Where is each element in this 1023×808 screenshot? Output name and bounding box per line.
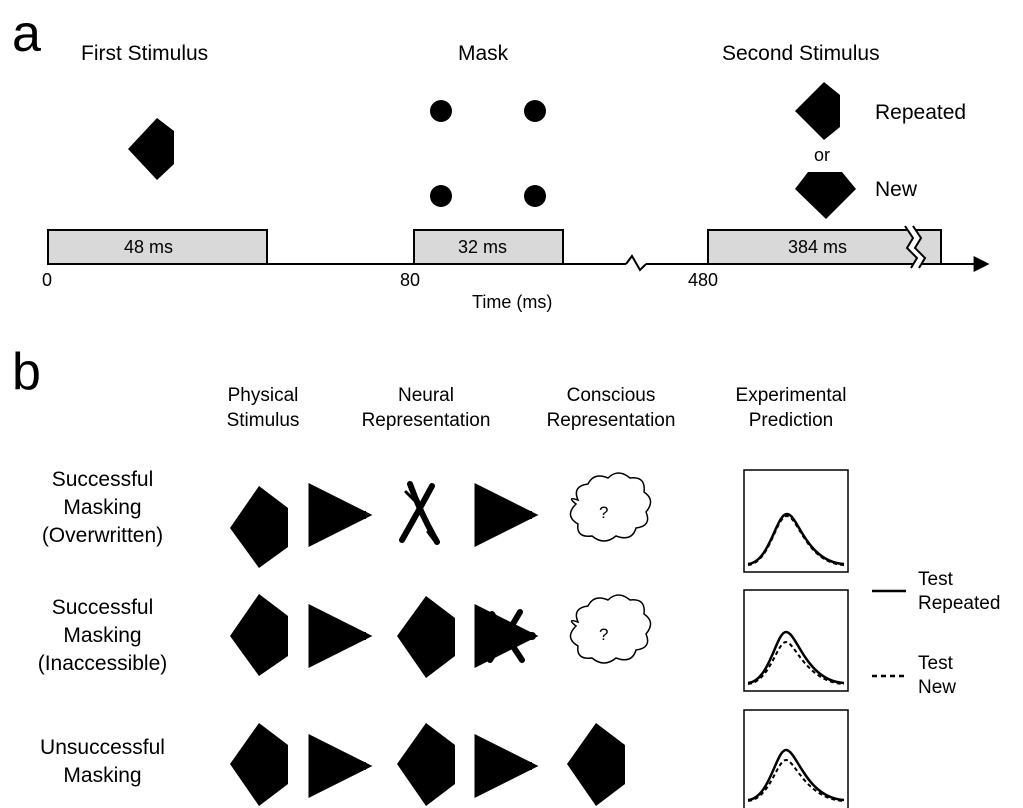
column-header-line: Experimental bbox=[735, 385, 847, 406]
mask-heading: Mask bbox=[458, 42, 509, 65]
mask-dots bbox=[430, 100, 546, 207]
row-label-inaccessible: Successful Masking (Inaccessible) bbox=[10, 594, 195, 678]
column-header-line: Representation bbox=[361, 410, 491, 431]
time-axis-label: Time (ms) bbox=[472, 292, 553, 312]
row-label-overwritten: Successful Masking (Overwritten) bbox=[10, 466, 195, 550]
column-header-line: Physical bbox=[227, 385, 299, 406]
legend-line: New bbox=[918, 677, 957, 698]
column-header-line: Stimulus bbox=[226, 410, 300, 431]
legend-line: Repeated bbox=[918, 593, 1001, 614]
new-stimulus-shape bbox=[795, 172, 856, 219]
row-label-line: Successful bbox=[51, 468, 154, 491]
row2-blocked-arrow bbox=[474, 604, 539, 668]
legend-solid-label: Test Repeated bbox=[918, 568, 1000, 616]
panel-a-letter: a bbox=[12, 5, 41, 63]
new-label: New bbox=[875, 178, 918, 201]
tick-label-480: 480 bbox=[688, 270, 719, 290]
row-label-line: Masking bbox=[63, 496, 142, 519]
column-header-line: Conscious bbox=[566, 385, 656, 406]
row-label-line: Masking bbox=[63, 764, 142, 787]
column-header-experimental-prediction: Experimental Prediction bbox=[714, 383, 868, 433]
column-header-neural-representation: Neural Representation bbox=[340, 383, 512, 433]
column-header-conscious-representation: Conscious Representation bbox=[526, 383, 696, 433]
row-label-line: (Overwritten) bbox=[41, 524, 164, 547]
row-label-unsuccessful: Unsuccessful Masking bbox=[10, 734, 195, 790]
row-label-line: Masking bbox=[63, 624, 142, 647]
or-label: or bbox=[814, 145, 831, 165]
row-label-line: Unsuccessful bbox=[40, 736, 165, 759]
row3-physical-stimulus bbox=[230, 723, 288, 806]
second-stimulus-duration-box bbox=[707, 225, 942, 269]
column-header-line: Representation bbox=[546, 410, 676, 431]
row2-physical-stimulus bbox=[230, 594, 288, 676]
first-stimulus-shape bbox=[128, 118, 174, 180]
repeated-stimulus-shape bbox=[795, 82, 840, 140]
repeated-label: Repeated bbox=[875, 101, 967, 124]
column-header-line: Prediction bbox=[748, 410, 834, 431]
row1-physical-stimulus bbox=[230, 486, 288, 568]
row2-question-mark: ? bbox=[599, 625, 609, 644]
row3-neural-representation bbox=[397, 723, 455, 806]
row2-neural-representation bbox=[397, 596, 455, 678]
mask-duration: 32 ms bbox=[458, 237, 508, 257]
prediction-plot-inaccessible bbox=[743, 589, 849, 692]
legend-line: Test bbox=[918, 569, 953, 590]
row1-scrambled-representation bbox=[399, 481, 440, 545]
prediction-plot-unsuccessful bbox=[743, 709, 849, 808]
column-header-physical-stimulus: Physical Stimulus bbox=[208, 383, 318, 433]
prediction-plot-overwritten bbox=[743, 469, 849, 573]
tick-label-0: 0 bbox=[42, 270, 53, 290]
row-label-line: Successful bbox=[51, 596, 154, 619]
legend-dashed-label: Test New bbox=[918, 652, 956, 700]
legend-line: Test bbox=[918, 653, 953, 674]
column-header-line: Neural bbox=[398, 385, 454, 406]
first-stimulus-duration-box bbox=[47, 229, 268, 265]
row1-thought-cloud bbox=[569, 472, 652, 542]
mask-duration-box bbox=[413, 229, 564, 265]
row1-question-mark: ? bbox=[599, 503, 609, 522]
tick-label-80: 80 bbox=[400, 270, 421, 290]
row-label-line: (Inaccessible) bbox=[37, 652, 168, 675]
first-stimulus-heading: First Stimulus bbox=[81, 42, 209, 65]
row3-conscious-representation bbox=[567, 723, 625, 806]
first-stimulus-duration: 48 ms bbox=[124, 237, 174, 257]
second-stimulus-heading: Second Stimulus bbox=[722, 42, 880, 65]
second-stimulus-duration: 384 ms bbox=[788, 237, 848, 257]
panel-b-letter: b bbox=[12, 343, 41, 401]
row2-thought-cloud bbox=[569, 594, 652, 664]
